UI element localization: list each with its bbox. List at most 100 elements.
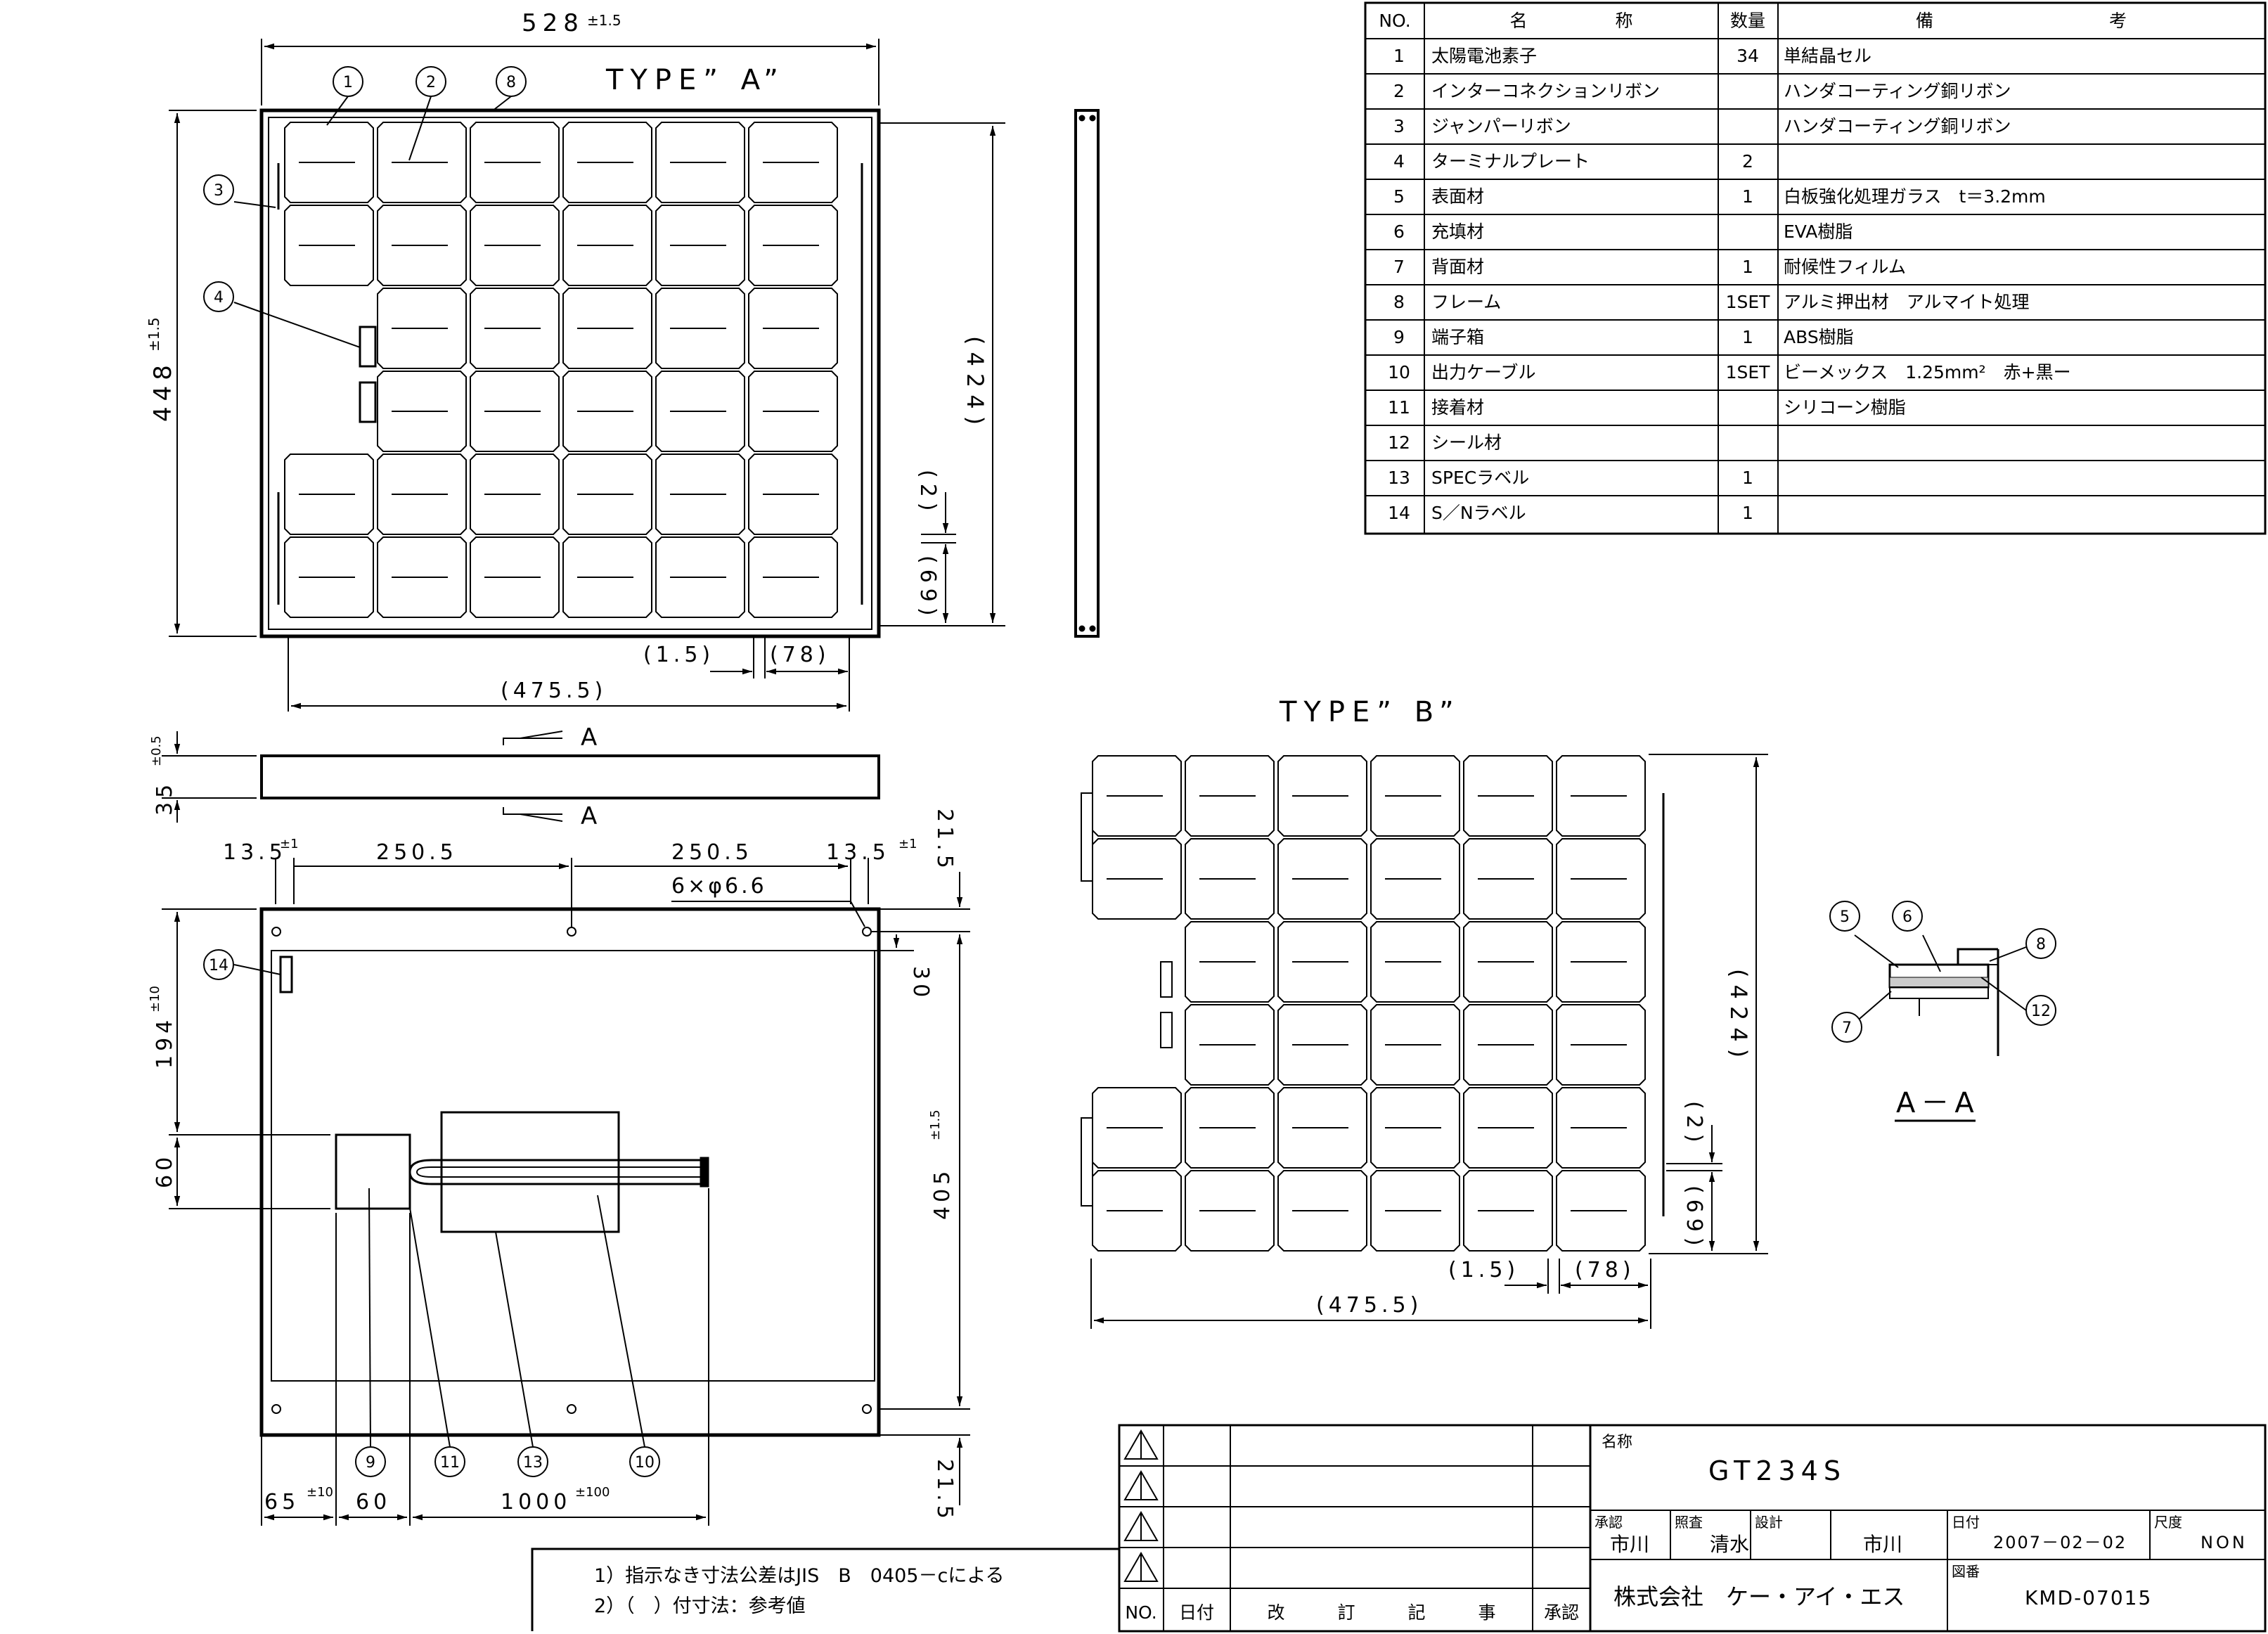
approve-name: 市川 (1610, 1533, 1649, 1556)
solar-cell (748, 536, 838, 618)
solar-cell (1463, 921, 1553, 1003)
dim-250-5-left: 250.5 (376, 840, 458, 865)
table-row-qty: 1 (1742, 468, 1753, 488)
type-b-dimensions (1090, 754, 1768, 1329)
table-header-no: NO. (1379, 11, 1410, 31)
solar-cell (377, 453, 467, 535)
dim-thickness-tol: ±0.5 (149, 735, 164, 766)
revision-header: NO. 日付 改 訂 記 事 承認 (1125, 1602, 1579, 1623)
balloon-2: 2 (426, 74, 436, 91)
solar-cell (562, 122, 652, 203)
solar-cell (1463, 755, 1553, 837)
table-row-no: 4 (1393, 151, 1405, 172)
table-row-qty: 1 (1742, 186, 1753, 207)
balloon-12: 12 (2031, 1003, 2051, 1020)
solar-cell (1277, 921, 1367, 1003)
type-a-frame-inner (268, 117, 872, 630)
dim-cable-1000: 1000 (501, 1490, 571, 1514)
solar-cell (470, 288, 560, 369)
table-row-no: 11 (1388, 397, 1410, 418)
balloon-8-section: 8 (2036, 936, 2046, 953)
solar-cell (655, 122, 745, 203)
balloon-10: 10 (635, 1454, 655, 1472)
solar-cell (1556, 755, 1646, 837)
table-header-note: 備 考 (1916, 11, 2127, 31)
solar-cell (748, 453, 838, 535)
table-row-note: 白板強化処理ガラス t＝3.2mm (1784, 186, 2046, 207)
table-row-note: 耐候性フィルム (1784, 257, 1906, 277)
dim-gap-1-5: (1.5) (643, 643, 714, 667)
dim-height-a: 448 (149, 359, 177, 422)
table-row-no: 14 (1388, 503, 1410, 523)
solar-cell (377, 536, 467, 618)
dim-height-a-tol: ±1.5 (146, 317, 162, 352)
solar-cell (1277, 1004, 1367, 1086)
design-label: 設計 (1755, 1514, 1783, 1531)
type-b-view (1081, 755, 1665, 1252)
solar-cell (1277, 838, 1367, 920)
table-row-note: EVA樹脂 (1784, 221, 1853, 242)
dim-bottom-21-5: 21.5 (932, 1459, 957, 1523)
table-row-name: 充填材 (1431, 221, 1484, 242)
table-row-note: ハンダコーティング銅リボン (1784, 116, 2011, 136)
solar-cell (655, 288, 745, 369)
solar-cell (562, 371, 652, 452)
back-balloon-labels: 14 9 11 13 10 (209, 957, 655, 1472)
balloon-13: 13 (523, 1454, 543, 1472)
solar-cell (470, 536, 560, 618)
table-row-name: 表面材 (1431, 186, 1484, 207)
table-row-name: 太陽電池素子 (1431, 46, 1537, 66)
note-2: 2）（ ）付寸法：参考値 (594, 1595, 806, 1617)
note-1: 1）指示なき寸法公差はJIS B 0405－cによる (594, 1565, 1005, 1587)
solar-cell (470, 453, 560, 535)
design-name: 市川 (1863, 1533, 1902, 1556)
rev-header-date: 日付 (1179, 1602, 1214, 1623)
check-label: 照査 (1675, 1514, 1703, 1531)
table-row-qty: 1SET (1726, 292, 1771, 312)
solar-cell (377, 205, 467, 286)
thickness-view (162, 731, 880, 823)
solar-cell (1556, 838, 1646, 920)
balloon-7: 7 (1842, 1019, 1852, 1037)
solar-cell (1185, 838, 1275, 920)
solar-cell (655, 453, 745, 535)
type-a-balloon-labels: 1 2 8 3 4 (214, 74, 516, 307)
junction-box (335, 1133, 411, 1210)
back-dimensions (162, 858, 970, 1526)
parts-table-header: NO. 名 称 数量 備 考 (1379, 11, 2127, 31)
output-cable (408, 1159, 706, 1185)
balloon-11: 11 (440, 1454, 460, 1472)
dim-b-right-78: (78) (1575, 1258, 1635, 1282)
solar-cell (1370, 1004, 1460, 1086)
dim-mounting-holes: 6×φ6.6 (671, 874, 767, 899)
solar-cell (1092, 1087, 1182, 1169)
dim-thickness-35: 35 (153, 780, 177, 816)
solar-cell (1370, 838, 1460, 920)
solar-cell (1556, 1087, 1646, 1169)
table-row-name: フレーム (1431, 292, 1501, 312)
dim-b-gap-1-5: (1.5) (1448, 1258, 1519, 1282)
table-row-qty: 2 (1742, 151, 1753, 172)
solar-cell (1370, 921, 1460, 1003)
dim-pitch-405: 405 (930, 1167, 955, 1220)
spec-label (440, 1111, 620, 1233)
dim-tol-100: ±100 (575, 1485, 610, 1500)
back-balloons (203, 949, 660, 1477)
table-row-no: 13 (1388, 468, 1410, 488)
solar-cell (562, 453, 652, 535)
rev-header-no: NO. (1125, 1602, 1156, 1623)
table-row-no: 12 (1388, 432, 1410, 453)
balloon-5: 5 (1840, 908, 1850, 926)
solar-cell (562, 536, 652, 618)
solar-cell (748, 205, 838, 286)
table-row-name: 出力ケーブル (1431, 362, 1536, 382)
solar-cell (1463, 838, 1553, 920)
table-row-name: SPECラベル (1431, 468, 1529, 488)
table-header-name: 名 称 (1509, 11, 1632, 31)
dim-b-cells-424: (424) (1725, 969, 1752, 1064)
drawing-no-label: 図番 (1952, 1563, 1980, 1580)
solar-cell (1277, 1170, 1367, 1252)
table-row-qty: 1 (1742, 503, 1753, 523)
table-row-no: 3 (1393, 116, 1405, 136)
terminal-plate (359, 326, 377, 368)
